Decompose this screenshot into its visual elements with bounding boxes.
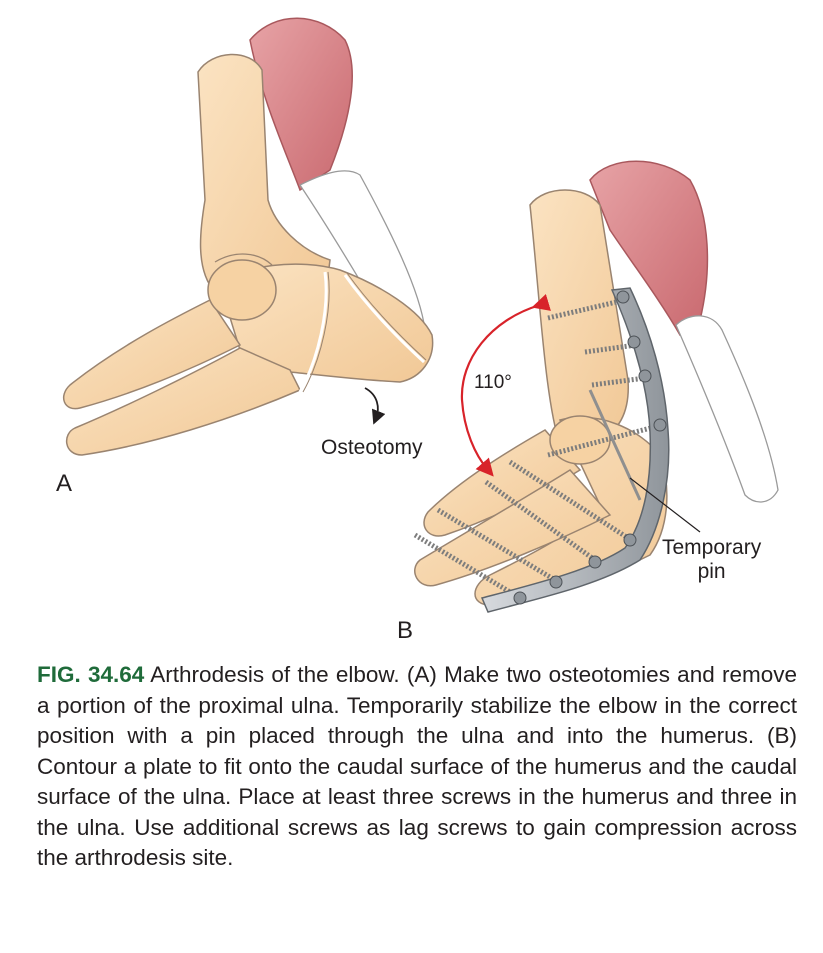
angle-label: 110° bbox=[474, 372, 512, 393]
temporary-pin bbox=[588, 389, 642, 501]
bone-plate bbox=[480, 287, 670, 613]
temporary-pin-label: Temporary pin bbox=[662, 536, 761, 584]
radius-a bbox=[62, 299, 242, 410]
panel-a-drawing bbox=[62, 17, 434, 456]
screw-5 bbox=[508, 459, 630, 541]
osteotomy-label: Osteotomy bbox=[321, 436, 423, 459]
panel-b-label: B bbox=[397, 617, 414, 644]
osteotomy-line-1 bbox=[298, 271, 328, 393]
screw-3 bbox=[591, 375, 646, 388]
temporary-pin-label-line2: pin bbox=[697, 560, 726, 583]
ulna-shaft-b bbox=[414, 469, 612, 587]
osteotomy-line-2 bbox=[343, 274, 426, 364]
triceps-muscle-b bbox=[589, 160, 709, 337]
osteotomy-arrow bbox=[364, 387, 386, 425]
humeral-condyle-b bbox=[549, 415, 611, 465]
humeral-condyle-a bbox=[207, 259, 277, 321]
screws bbox=[413, 297, 663, 601]
temporary-pin-leader bbox=[629, 477, 701, 533]
plate-screw-heads bbox=[513, 290, 667, 605]
panel-a-label: A bbox=[56, 470, 73, 497]
trochlear-notch-a bbox=[214, 253, 273, 266]
elbow-arthrodesis-illustration bbox=[62, 17, 779, 613]
triceps-tendon-b bbox=[675, 315, 779, 503]
triceps-muscle-a bbox=[249, 17, 353, 192]
caption-text: Arthrodesis of the elbow. (A) Make two o… bbox=[37, 662, 797, 870]
screw-1 bbox=[547, 297, 626, 321]
figure-number: FIG. 34.64 bbox=[37, 662, 145, 687]
ulna-shaft-a bbox=[66, 347, 302, 456]
screw-2 bbox=[584, 342, 637, 355]
screw-7 bbox=[436, 507, 557, 583]
osteotomy-line-2-edge bbox=[346, 272, 427, 361]
screw-8 bbox=[413, 532, 522, 601]
osteotomy-line-1-edge bbox=[302, 271, 330, 393]
temporary-pin-label-line1: Temporary bbox=[662, 536, 762, 559]
panel-b-drawing bbox=[413, 160, 779, 613]
angle-arrow bbox=[460, 294, 551, 477]
